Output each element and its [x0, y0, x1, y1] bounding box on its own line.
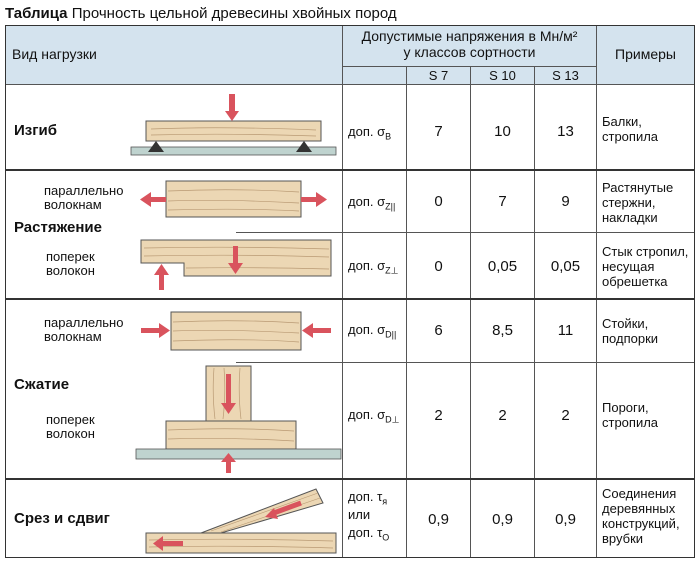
header-bg-examples — [597, 26, 694, 84]
bending-diagram — [130, 94, 337, 156]
row-tension-perp-symbol: доп. σZ⊥ — [348, 258, 399, 276]
divider — [236, 232, 694, 233]
divider — [6, 84, 694, 85]
divider — [406, 66, 407, 557]
divider — [6, 169, 694, 171]
header-stress-line1: Допустимые напряжения в Мн/м² — [361, 28, 578, 44]
compression-perpendicular-diagram — [135, 365, 342, 473]
header-bg-load — [6, 26, 342, 84]
row-comp-par-symbol: доп. σD|| — [348, 322, 397, 340]
tension-perpendicular-diagram — [140, 239, 332, 290]
row-bend-s7: 7 — [434, 123, 443, 140]
row-shear-symbol2: доп. τO — [348, 525, 390, 543]
header-grade-s10: S 10 — [489, 68, 516, 83]
row-shear-s7: 0,9 — [428, 511, 449, 528]
table-title: Таблица Прочность цельной древесины хвой… — [5, 5, 397, 22]
row-tension-par-s7: 0 — [434, 193, 443, 210]
row-bend-label: Изгиб — [14, 122, 57, 139]
row-comp-par-s10: 8,5 — [492, 322, 513, 339]
row-comp-perp-sub2: волокон — [46, 426, 95, 441]
row-comp-perp-s7: 2 — [434, 407, 443, 424]
row-shear-symbol1: доп. τя — [348, 489, 388, 507]
divider — [236, 362, 694, 363]
row-comp-par-s13: 11 — [557, 322, 574, 339]
row-shear-s10: 0,9 — [492, 511, 513, 528]
row-tension-perp-example: Стык стропил, несущая обрешетка — [602, 244, 689, 289]
row-shear-s13: 0,9 — [555, 511, 576, 528]
row-tension-perp-sub1: поперек — [46, 249, 95, 264]
header-grade-s7: S 7 — [428, 68, 449, 83]
strength-table: Вид нагрузки Допустимые напряжения в Мн/… — [5, 25, 695, 558]
row-comp-par-sub1: параллельно — [44, 315, 124, 330]
divider — [343, 66, 596, 67]
header-examples: Примеры — [615, 46, 676, 62]
row-bend-example: Балки, стропила — [602, 114, 659, 144]
divider — [534, 66, 535, 557]
row-shear-label: Срез и сдвиг — [14, 510, 110, 527]
row-shear-example: Соединения деревянных конструкций, врубк… — [602, 486, 680, 546]
row-tension-par-example: Растянутые стержни, накладки — [602, 180, 674, 225]
row-comp-par-sub2: волокнам — [44, 329, 102, 344]
row-tension-label: Растяжение — [14, 219, 102, 236]
row-tension-perp-s10: 0,05 — [487, 258, 518, 275]
row-comp-perp-symbol: доп. σD⊥ — [348, 407, 400, 425]
header-bg-stress — [343, 26, 596, 66]
header-grade-s13: S 13 — [552, 68, 579, 83]
row-comp-par-s7: 6 — [434, 322, 443, 339]
row-tension-par-sub2: волокнам — [44, 197, 102, 212]
row-tension-par-s13: 9 — [561, 193, 570, 210]
row-tension-par-s10: 7 — [498, 193, 507, 210]
row-comp-label: Сжатие — [14, 376, 70, 393]
divider — [342, 26, 343, 557]
row-comp-perp-s13: 2 — [561, 407, 570, 424]
divider — [596, 26, 597, 557]
row-bend-s13: 13 — [557, 123, 574, 140]
tension-parallel-diagram — [140, 180, 327, 218]
row-tension-perp-sub2: волокон — [46, 263, 95, 278]
divider — [6, 478, 694, 480]
row-tension-perp-s7: 0 — [434, 258, 443, 275]
row-shear-or: или — [348, 507, 371, 522]
compression-parallel-diagram — [141, 311, 331, 351]
row-tension-par-sub1: параллельно — [44, 183, 124, 198]
divider — [470, 66, 471, 557]
row-comp-perp-example: Пороги, стропила — [602, 400, 659, 430]
row-bend-symbol: доп. σB — [348, 124, 392, 142]
row-comp-perp-s10: 2 — [498, 407, 507, 424]
shear-diagram — [145, 488, 337, 554]
header-load-type: Вид нагрузки — [12, 46, 97, 62]
row-comp-perp-sub1: поперек — [46, 412, 95, 427]
divider — [6, 298, 694, 300]
row-comp-par-example: Стойки, подпорки — [602, 316, 659, 346]
row-tension-par-symbol: доп. σZ|| — [348, 194, 396, 212]
row-tension-perp-s13: 0,05 — [550, 258, 581, 275]
row-bend-s10: 10 — [494, 123, 511, 140]
header-stress-line2: у классов сортности — [403, 44, 536, 60]
